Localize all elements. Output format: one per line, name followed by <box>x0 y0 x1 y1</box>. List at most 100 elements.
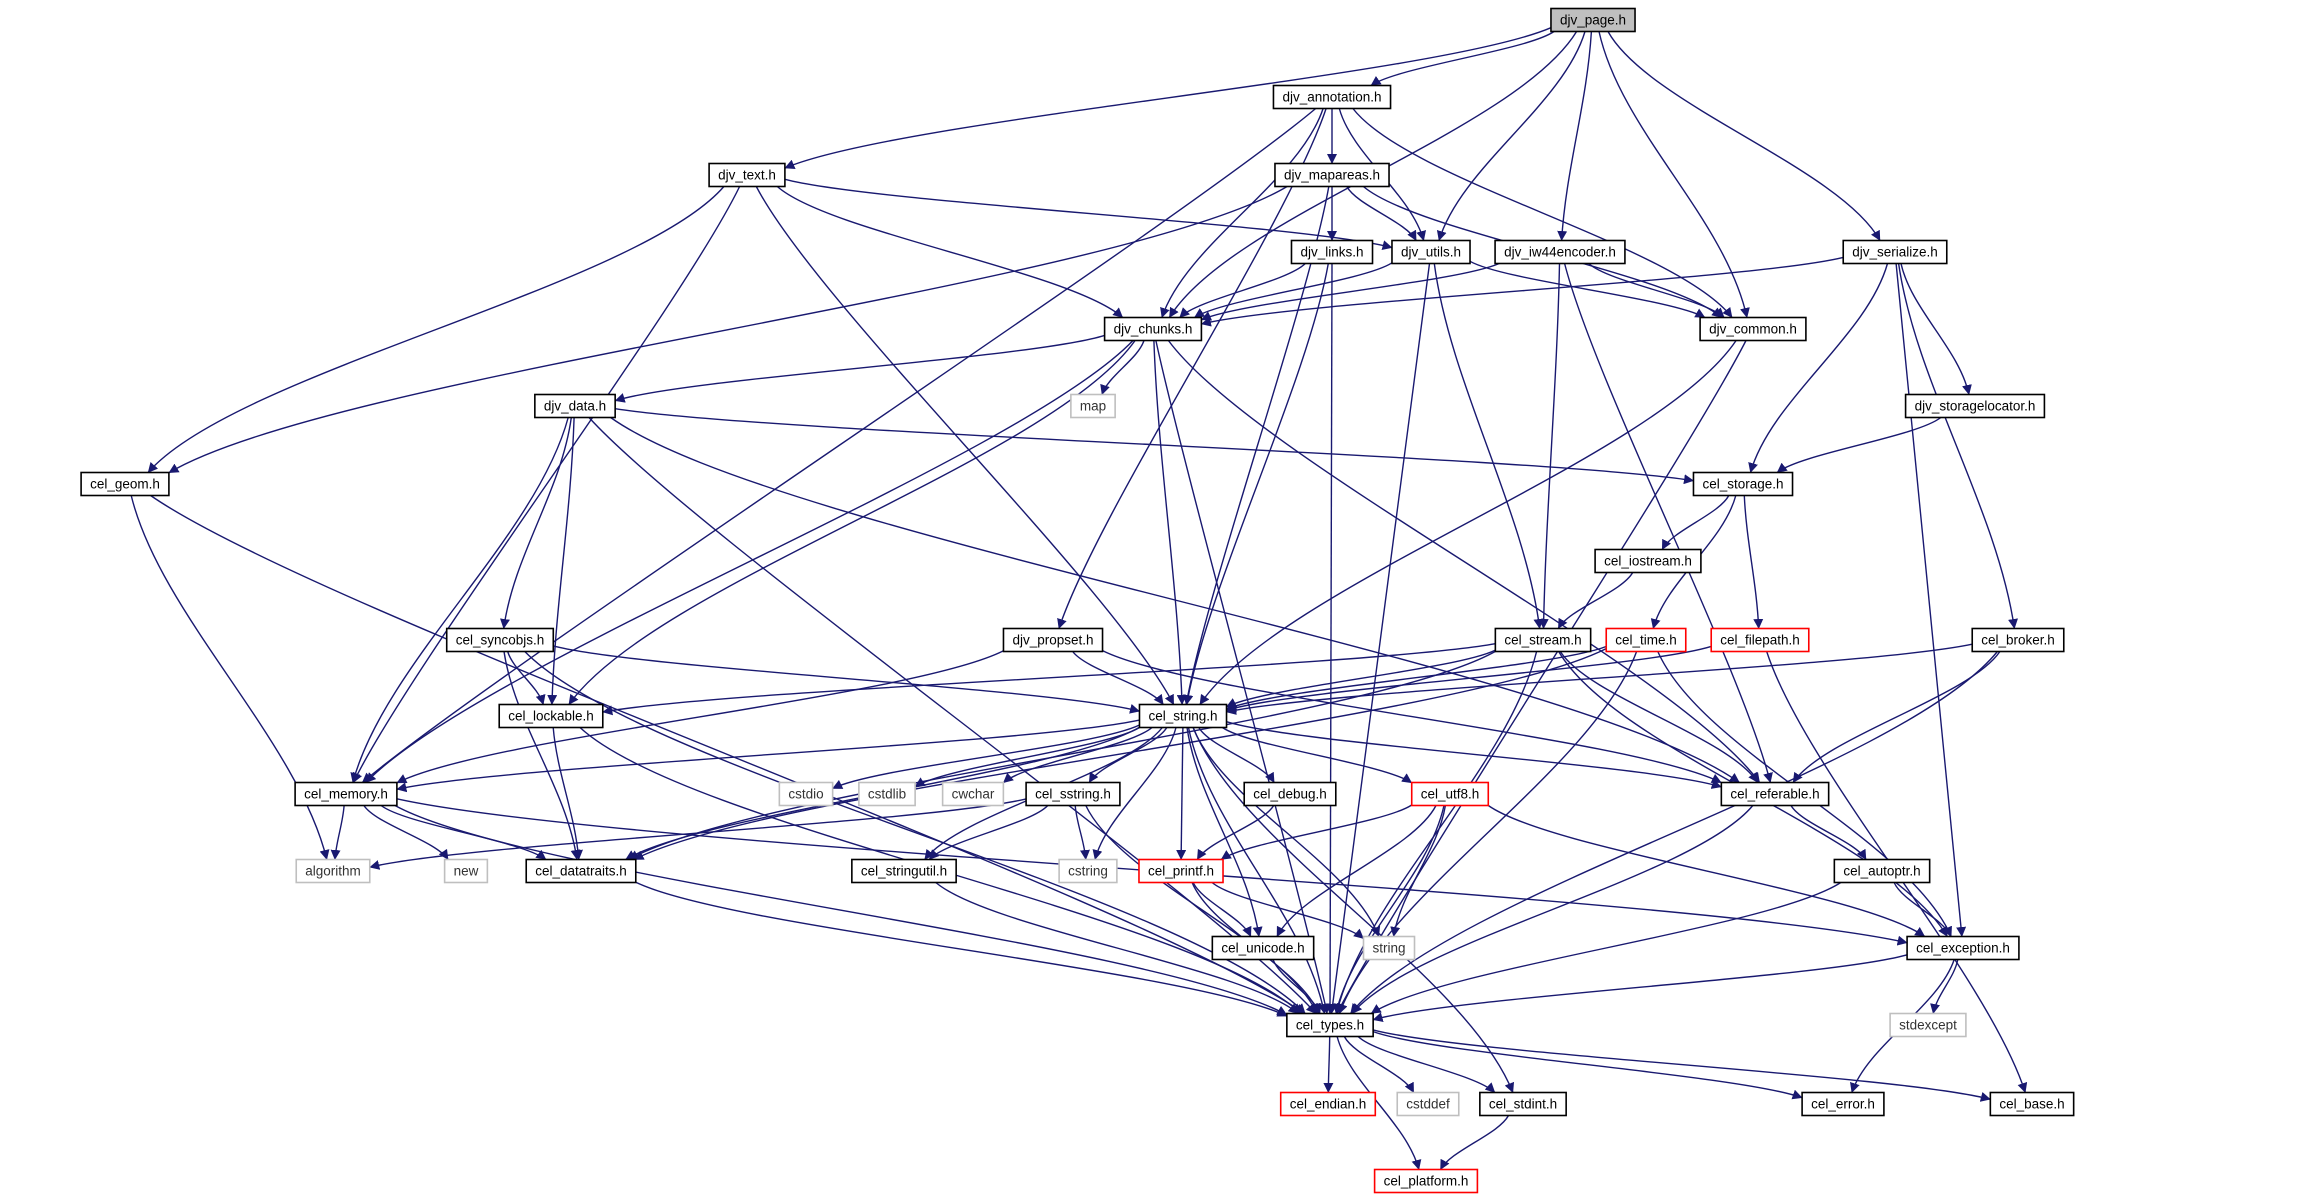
node-cel-syncobjs[interactable]: cel_syncobjs.h <box>445 627 555 653</box>
node-djv-chunks[interactable]: djv_chunks.h <box>1103 316 1203 342</box>
edge <box>1748 263 1889 473</box>
node-djv-storagelocator[interactable]: djv_storagelocator.h <box>1904 393 2046 419</box>
node-label: djv_links.h <box>1300 245 1363 260</box>
edge <box>553 645 1140 714</box>
edge-cel-syncobjs-to-cel-datatraits <box>503 651 581 860</box>
node-cel-iostream[interactable]: cel_iostream.h <box>1594 548 1702 574</box>
edge-cel-types-to-cel-base <box>1372 1029 1991 1102</box>
node-djv-text[interactable]: djv_text.h <box>708 162 786 188</box>
node-cel-broker[interactable]: cel_broker.h <box>1971 627 2065 653</box>
node-cel-datatraits[interactable]: cel_datatraits.h <box>525 858 637 884</box>
node-label: stdexcept <box>1899 1018 1957 1033</box>
node-djv-common[interactable]: djv_common.h <box>1699 316 1807 342</box>
node-cel-geom[interactable]: cel_geom.h <box>80 471 170 497</box>
node-cel-stringutil[interactable]: cel_stringutil.h <box>851 858 957 884</box>
node-box <box>1274 162 1390 188</box>
node-new[interactable]: new <box>443 858 489 884</box>
node-label: cel_stream.h <box>1504 633 1581 648</box>
node-cel-utf8[interactable]: cel_utf8.h <box>1410 781 1490 807</box>
node-cel-string[interactable]: cel_string.h <box>1138 703 1228 729</box>
node-djv-serialize[interactable]: djv_serialize.h <box>1842 239 1948 265</box>
node-djv-propset[interactable]: djv_propset.h <box>1002 627 1104 653</box>
edge <box>1893 882 1952 937</box>
edge-cel-utf8-to-cel-printf <box>1220 804 1413 861</box>
node-cel-lockable[interactable]: cel_lockable.h <box>498 703 604 729</box>
edge <box>1333 651 1538 1014</box>
node-cstdlib[interactable]: cstdlib <box>858 781 916 807</box>
edge <box>1179 263 1306 318</box>
edge-djv-serialize-to-djv-storagelocator <box>1900 263 1972 395</box>
node-cel-storage[interactable]: cel_storage.h <box>1692 471 1794 497</box>
node-cwchar[interactable]: cwchar <box>941 781 1005 807</box>
edge <box>1895 263 1967 937</box>
node-label: cstdio <box>788 787 823 802</box>
edge-cel-autoptr-to-cel-exception <box>1893 882 1952 937</box>
node-cel-stream[interactable]: cel_stream.h <box>1494 627 1592 653</box>
node-box <box>1971 627 2065 653</box>
node-cstring[interactable]: cstring <box>1058 858 1118 884</box>
node-box <box>1494 627 1592 653</box>
edge-djv-links-to-cel-types <box>1325 263 1336 1014</box>
edge <box>1155 340 1330 1014</box>
node-box <box>1710 627 1810 653</box>
node-map[interactable]: map <box>1070 393 1116 419</box>
node-box <box>1494 239 1626 265</box>
edge-djv-serialize-to-djv-chunks <box>1200 256 1844 327</box>
node-djv-page[interactable]: djv_page.h <box>1550 7 1636 33</box>
node-djv-mapareas[interactable]: djv_mapareas.h <box>1274 162 1390 188</box>
edge <box>602 643 1496 716</box>
edge <box>1198 727 1275 783</box>
edge-djv-serialize-to-cel-broker <box>1897 263 2018 629</box>
node-cel-endian[interactable]: cel_endian.h <box>1279 1091 1377 1117</box>
node-cel-types[interactable]: cel_types.h <box>1286 1012 1374 1038</box>
edge <box>1323 1036 1334 1093</box>
node-cel-time[interactable]: cel_time.h <box>1605 627 1687 653</box>
node-box <box>1373 1168 1479 1194</box>
node-algorithm[interactable]: algorithm <box>295 858 371 884</box>
node-cel-platform[interactable]: cel_platform.h <box>1373 1168 1479 1194</box>
node-djv-links[interactable]: djv_links.h <box>1290 239 1374 265</box>
edge <box>1211 881 1364 940</box>
edge <box>1743 495 1764 629</box>
node-djv-annotation[interactable]: djv_annotation.h <box>1272 84 1392 110</box>
node-djv-data[interactable]: djv_data.h <box>534 393 616 419</box>
node-box <box>1906 935 2020 961</box>
edge <box>1088 727 1168 783</box>
node-stdexcept[interactable]: stdexcept <box>1889 1012 1967 1038</box>
edge-cel-syncobjs-to-cel-types <box>524 651 1306 1014</box>
node-cstdio[interactable]: cstdio <box>778 781 834 807</box>
node-cel-sstring[interactable]: cel_sstring.h <box>1025 781 1121 807</box>
edge <box>394 804 1288 1016</box>
node-cel-stdint[interactable]: cel_stdint.h <box>1479 1091 1567 1117</box>
node-cstddef[interactable]: cstddef <box>1396 1091 1460 1117</box>
edge <box>1002 726 1153 784</box>
node-djv-utils[interactable]: djv_utils.h <box>1391 239 1471 265</box>
node-box <box>708 162 786 188</box>
node-label: cel_types.h <box>1296 1018 1364 1033</box>
node-label: djv_annotation.h <box>1282 90 1381 105</box>
edge-cel-stream-to-cel-string <box>1226 649 1496 708</box>
node-cel-error[interactable]: cel_error.h <box>1801 1091 1885 1117</box>
node-label: algorithm <box>305 864 361 879</box>
node-cel-base[interactable]: cel_base.h <box>1989 1091 2075 1117</box>
node-cel-memory[interactable]: cel_memory.h <box>294 781 398 807</box>
node-cel-exception[interactable]: cel_exception.h <box>1906 935 2020 961</box>
node-djv-iw44encoder[interactable]: djv_iw44encoder.h <box>1494 239 1626 265</box>
node-cel-printf[interactable]: cel_printf.h <box>1138 858 1224 884</box>
node-cel-referable[interactable]: cel_referable.h <box>1720 781 1830 807</box>
edge <box>396 650 1004 784</box>
node-box <box>1396 1091 1460 1117</box>
node-label: cel_time.h <box>1615 633 1677 648</box>
node-box <box>1989 1091 2075 1117</box>
edge <box>1370 881 1842 1015</box>
node-cel-debug[interactable]: cel_debug.h <box>1243 781 1337 807</box>
node-string[interactable]: string <box>1362 935 1416 961</box>
node-cel-filepath[interactable]: cel_filepath.h <box>1710 627 1810 653</box>
node-cel-unicode[interactable]: cel_unicode.h <box>1211 935 1315 961</box>
edge <box>1194 262 1393 319</box>
edge-cel-types-to-cel-stdint <box>1357 1035 1496 1094</box>
node-box <box>445 627 555 653</box>
node-cel-autoptr[interactable]: cel_autoptr.h <box>1833 858 1931 884</box>
node-box <box>1211 935 1315 961</box>
